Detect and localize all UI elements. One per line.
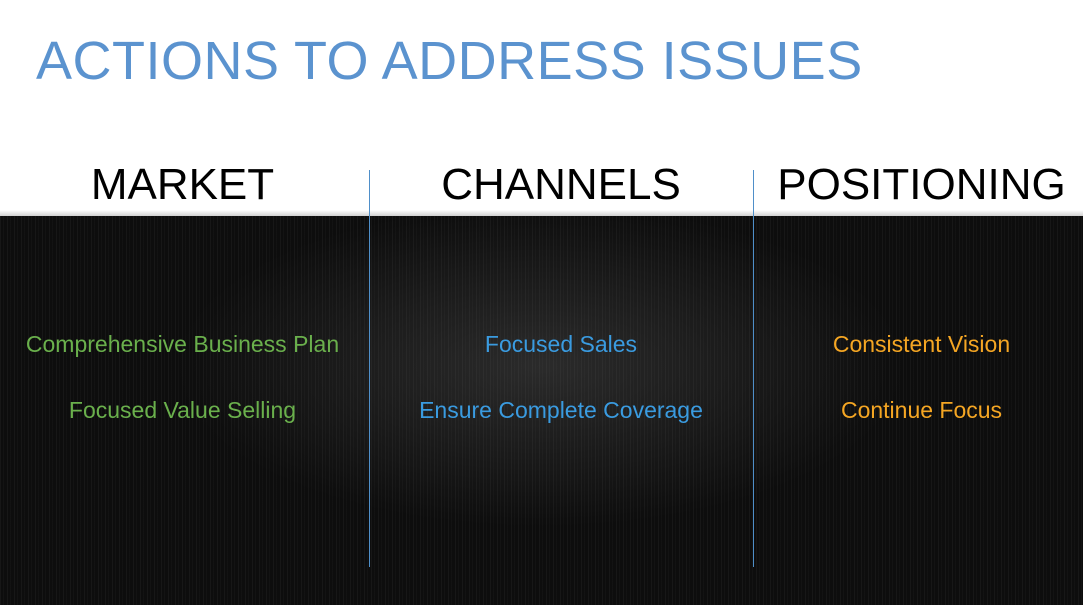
action-market-2: Focused Value Selling — [68, 397, 297, 423]
action-channels-1: Focused Sales — [484, 331, 638, 357]
action-channels-2: Ensure Complete Coverage — [419, 397, 703, 423]
slide-title: ACTIONS TO ADDRESS ISSUES — [36, 31, 863, 91]
action-positioning-2: Continue Focus — [840, 397, 1003, 423]
column-divider-2 — [753, 170, 754, 567]
column-divider-1 — [369, 170, 370, 567]
action-market-1: Comprehensive Business Plan — [25, 331, 340, 357]
action-positioning-1: Consistent Vision — [832, 331, 1011, 357]
dark-content-panel — [0, 216, 1083, 605]
column-heading-positioning: POSITIONING — [777, 160, 1066, 209]
column-heading-channels: CHANNELS — [441, 160, 681, 209]
column-heading-market: MARKET — [90, 160, 275, 209]
panel-top-shadow — [0, 210, 1083, 218]
